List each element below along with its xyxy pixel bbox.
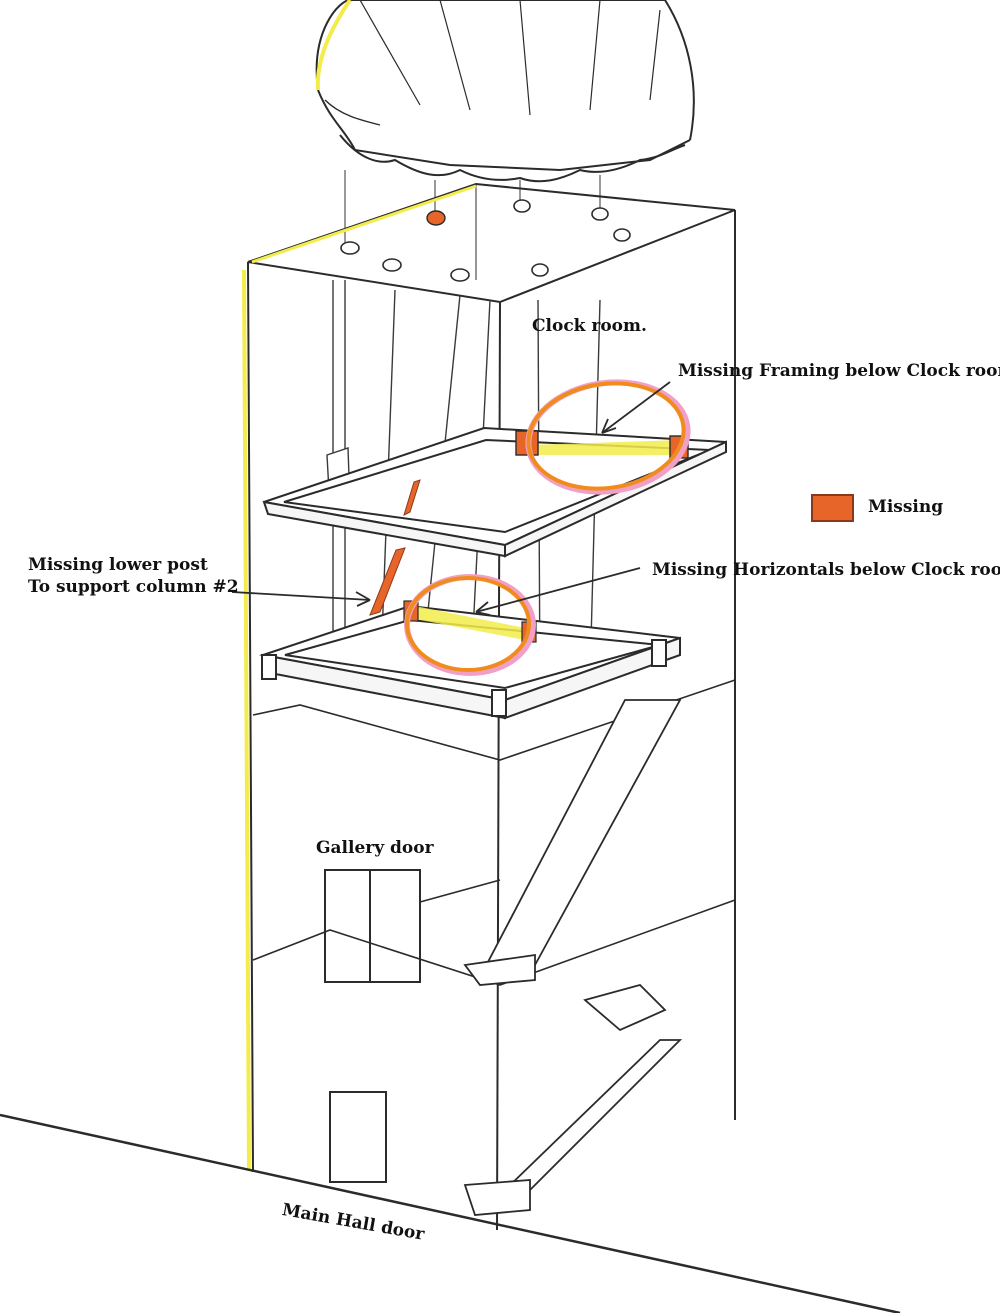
main-hall-door-shape [329,1091,387,1183]
clock-room-label: Clock room. [532,316,647,336]
missing-horizontals-highlight [403,574,537,676]
staircases [463,699,683,1216]
dome-yellow-edge [315,0,352,91]
gallery-door [324,869,421,983]
top-holes [340,199,631,282]
missing-framing-label: Missing Framing below Clock room [678,361,1000,381]
missing-lower-post-label-line2: To support column #2 [28,577,239,597]
callout-arrows [231,381,671,616]
missing-framing-highlight [515,379,691,495]
dome [315,0,695,183]
legend-missing-label: Missing [868,497,944,517]
tower-yellow-edge [242,269,251,1171]
dome-rods [344,170,601,250]
missing-lower-post-label-line1: Missing lower post [28,555,208,575]
missing-horizontals-label: Missing Horizontals below Clock room. [652,560,1000,580]
missing-lower-post [369,479,421,616]
lower-frame [259,604,681,720]
ground-line [0,1113,901,1313]
top-yellow-edge [251,184,477,264]
legend-missing-swatch [811,494,854,522]
upper-frame [262,426,727,558]
missing-hole-marker [426,210,446,226]
gallery-door-label: Gallery door [316,838,434,858]
